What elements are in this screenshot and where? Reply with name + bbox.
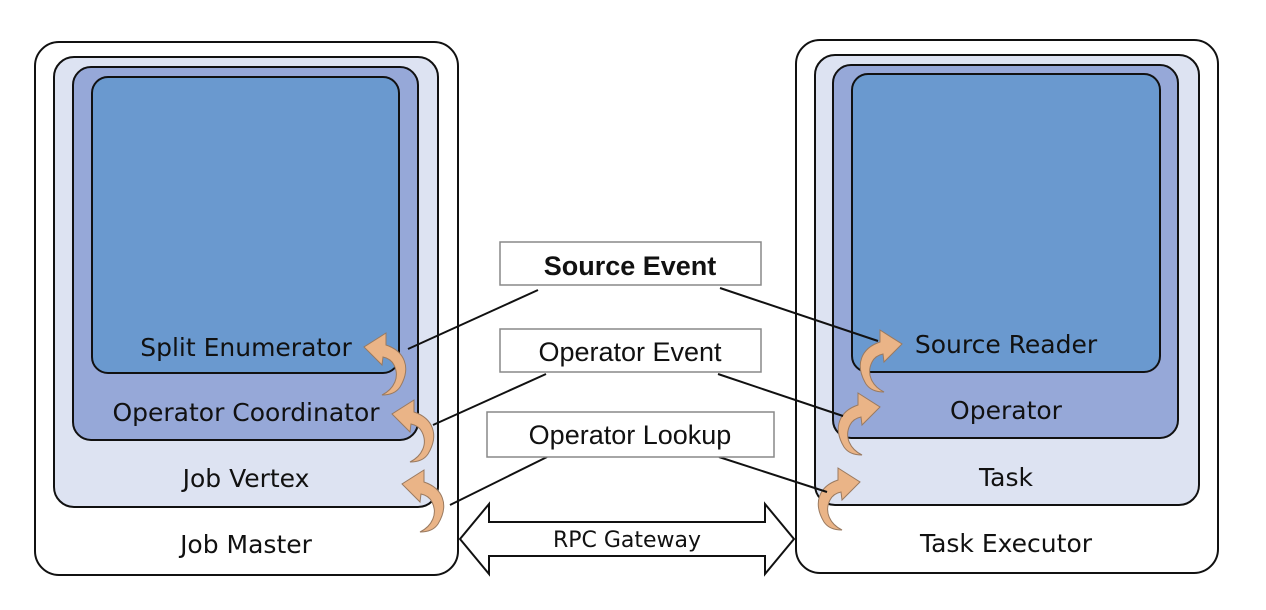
job-master-label: Job Master bbox=[178, 530, 313, 559]
connector-lines bbox=[407, 287, 879, 506]
double-arrow-icon bbox=[458, 501, 796, 577]
event-box-operator-lookup[interactable]: Operator Lookup bbox=[486, 411, 775, 458]
event-box-source[interactable]: Source Event bbox=[499, 241, 762, 286]
connector-line bbox=[449, 456, 548, 506]
event-box-operator-event[interactable]: Operator Event bbox=[499, 328, 762, 373]
rpc-gateway-label: RPC Gateway bbox=[553, 528, 701, 553]
source-reader-label: Source Reader bbox=[915, 330, 1098, 359]
job-vertex-label: Job Vertex bbox=[181, 464, 310, 493]
task-label: Task bbox=[978, 463, 1033, 492]
connector-line bbox=[432, 373, 547, 426]
operator-event-label: Operator Event bbox=[538, 337, 722, 367]
source-event-label: Source Event bbox=[544, 251, 717, 281]
connector-line bbox=[718, 456, 828, 493]
source-reader-box[interactable] bbox=[851, 73, 1161, 373]
rpc-gateway[interactable]: RPC Gateway bbox=[458, 501, 796, 577]
connector-line bbox=[719, 287, 879, 342]
operator-lookup-label: Operator Lookup bbox=[529, 420, 732, 450]
job-master-group: Split Enumerator Operator Coordinator Jo… bbox=[34, 41, 459, 576]
split-enumerator-label: Split Enumerator bbox=[140, 333, 352, 362]
split-enumerator-box[interactable] bbox=[91, 76, 400, 374]
task-executor-label: Task Executor bbox=[919, 529, 1093, 558]
task-executor-group: Source Reader Operator Task Task Executo… bbox=[795, 39, 1219, 574]
connector-line bbox=[717, 373, 844, 417]
operator-coordinator-label: Operator Coordinator bbox=[112, 398, 380, 427]
operator-label: Operator bbox=[950, 396, 1063, 425]
connector-line bbox=[407, 289, 539, 350]
